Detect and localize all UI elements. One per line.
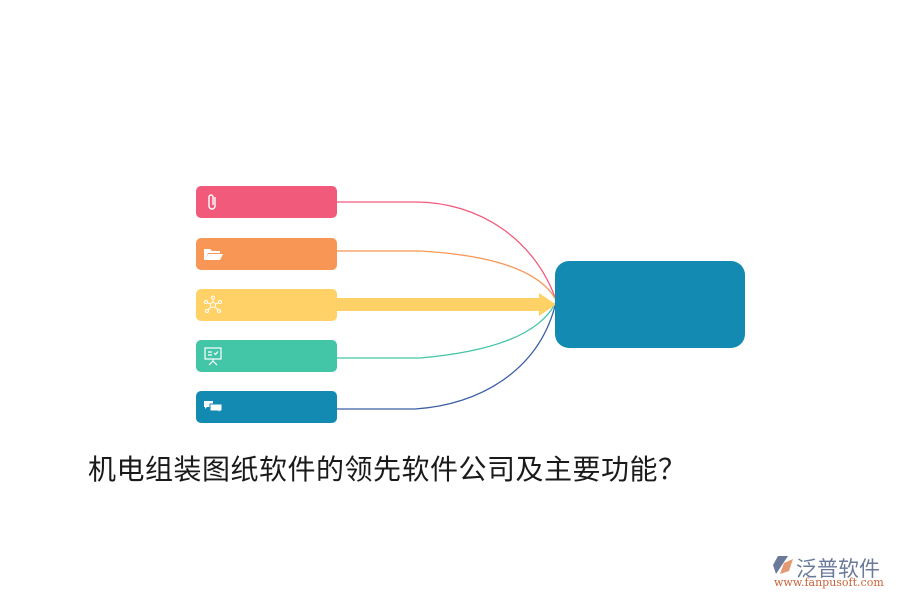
fanpu-logo-icon xyxy=(773,556,793,574)
hub-box[interactable] xyxy=(555,261,745,348)
item-bar-2[interactable] xyxy=(196,238,337,270)
presentation-board-icon xyxy=(204,347,222,366)
folder-open-icon xyxy=(204,249,223,260)
watermark-logo: 泛普软件 www.fanpusoft.com xyxy=(768,553,893,593)
paperclip-icon xyxy=(208,194,216,210)
page-title: 机电组装图纸软件的领先软件公司及主要功能？ xyxy=(88,453,687,486)
item-bar-5[interactable] xyxy=(196,391,337,423)
watermark-brand: 泛普软件 xyxy=(796,557,880,581)
chat-bubbles-icon xyxy=(204,401,223,415)
watermark-url: www.fanpusoft.com xyxy=(774,576,884,589)
network-icon xyxy=(204,295,222,313)
item-bar-1[interactable] xyxy=(196,186,337,218)
item-bar-3[interactable] xyxy=(196,289,337,321)
item-bar-4[interactable] xyxy=(196,340,337,372)
